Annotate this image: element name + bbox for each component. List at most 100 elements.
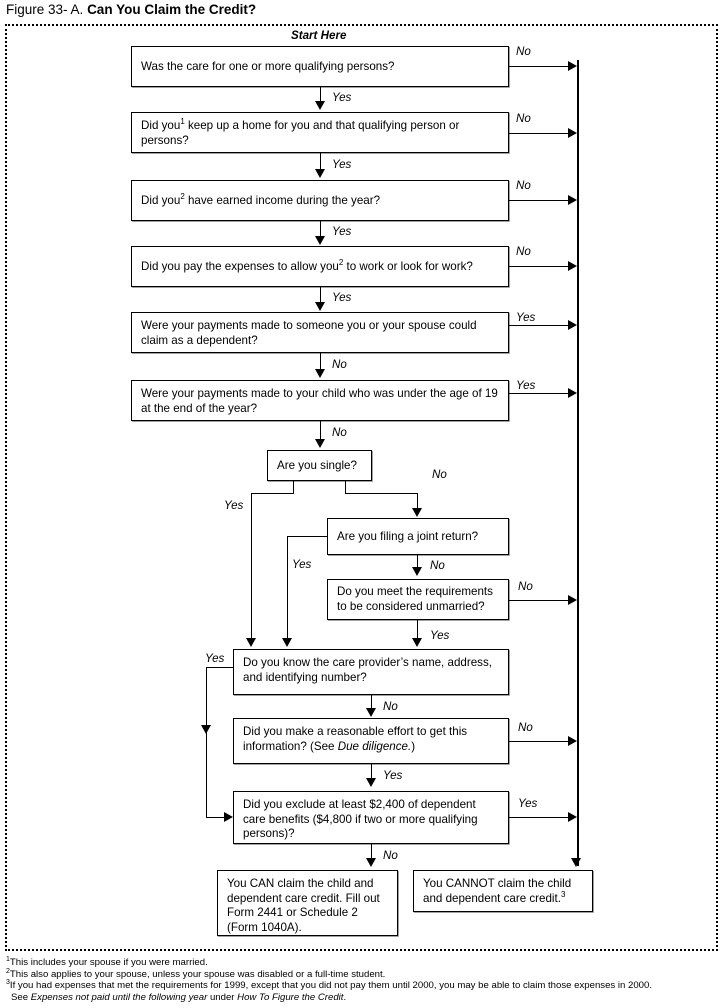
- arrowhead-q9-yes: [411, 638, 422, 647]
- arrowhead-q5-q6: [314, 369, 325, 378]
- footnote-3: 3If you had expenses that met the requir…: [6, 979, 718, 992]
- edge-label-q8-yes: Yes: [292, 558, 312, 571]
- node-outcome-can[interactable]: You CAN claim the child and dependent ca…: [217, 870, 398, 936]
- figure-number: Figure 33- A.: [6, 2, 84, 17]
- connector-q4-q5: [320, 287, 321, 303]
- edge-label-q11-yes: Yes: [383, 769, 403, 782]
- node-q12[interactable]: Did you exclude at least $2,400 of depen…: [233, 791, 509, 844]
- arrowhead-q6-q7: [314, 439, 325, 448]
- footnote-1-marker: 1: [6, 955, 10, 963]
- node-q5[interactable]: Were your payments made to someone you o…: [131, 312, 509, 353]
- arrowhead-q9-no: [568, 594, 577, 605]
- edge-label-q4-yes: Yes: [332, 291, 352, 304]
- node-q9-text: Do you meet the requirements to be consi…: [337, 585, 493, 613]
- node-q3-text-a: Did you: [141, 193, 181, 207]
- connector-q12-yes: [509, 817, 571, 818]
- node-q5-text: Were your payments made to someone you o…: [141, 319, 477, 347]
- edge-label-q7-yes: Yes: [224, 499, 244, 512]
- connector-q6-q7: [320, 421, 321, 440]
- arrowhead-q10-yes-mid: [200, 725, 211, 734]
- node-q1[interactable]: Was the care for one or more qualifying …: [131, 46, 509, 87]
- arrowhead-q1-q2: [314, 101, 325, 110]
- footnote-2: 2This also applies to your spouse, unles…: [6, 967, 718, 981]
- footnote-2-marker: 2: [6, 967, 10, 975]
- node-q7-text: Are you single?: [277, 458, 357, 472]
- arrowhead-q4-q5: [314, 302, 325, 311]
- arrowhead-q11-yes: [365, 778, 376, 787]
- node-q2-text-a: Did you: [141, 119, 181, 132]
- figure-title: Can You Claim the Credit?: [87, 2, 257, 17]
- node-q8-text: Are you filing a joint return?: [337, 529, 479, 543]
- edge-label-q10-no: No: [383, 700, 398, 713]
- node-q2[interactable]: Did you1 keep up a home for you and that…: [131, 112, 509, 153]
- footnote-3-line2-c: under: [207, 991, 238, 1003]
- arrowhead-q4-no: [568, 260, 577, 271]
- edge-label-q1-no: No: [516, 45, 531, 58]
- node-q11[interactable]: Did you make a reasonable effort to get …: [233, 718, 509, 764]
- arrowhead-q1-no: [568, 60, 577, 71]
- edge-label-q12-yes: Yes: [518, 797, 538, 810]
- connector-q8-no: [417, 555, 418, 569]
- connector-q10-yes-h2: [206, 817, 227, 818]
- connector-q10-no: [371, 695, 372, 712]
- footnote-3-line2-a: See: [11, 991, 31, 1003]
- node-q9[interactable]: Do you meet the requirements to be consi…: [327, 579, 509, 620]
- connector-q7-no-v: [417, 493, 418, 511]
- footnote-ref-3: 3: [560, 889, 566, 899]
- connector-q2-no: [509, 133, 571, 134]
- edge-label-q3-yes: Yes: [332, 225, 352, 238]
- arrowhead-q10-yes: [224, 811, 233, 822]
- node-q6[interactable]: Were your payments made to your child wh…: [131, 380, 509, 421]
- node-q4[interactable]: Did you pay the expenses to allow you2 t…: [131, 246, 509, 287]
- edge-label-q9-no: No: [518, 580, 533, 593]
- node-q3[interactable]: Did you2 have earned income during the y…: [131, 180, 509, 221]
- footnote-ref-2a: 2: [180, 191, 185, 201]
- footnote-2-text: This also applies to your spouse, unless…: [9, 968, 386, 980]
- node-outcome-cannot-text: You CANNOT claim the child and dependent…: [423, 877, 572, 905]
- edge-label-q3-no: No: [516, 179, 531, 192]
- node-q10[interactable]: Do you know the care provider’s name, ad…: [233, 649, 509, 695]
- footnote-3-line2-italic1: Expenses not paid until the following ye…: [30, 991, 208, 1003]
- start-here-label: Start Here: [291, 29, 347, 42]
- connector-q7-no-h: [345, 493, 418, 494]
- node-q4-text-b: to work or look for work?: [343, 259, 473, 273]
- connector-q10-yes-h1: [206, 667, 234, 668]
- node-outcome-can-text: You CAN claim the child and dependent ca…: [227, 877, 380, 934]
- connector-q3-q4: [320, 221, 321, 237]
- connector-q6-yes: [509, 393, 571, 394]
- connector-q1-q2: [320, 87, 321, 103]
- node-q3-text-b: have earned income during the year?: [184, 193, 381, 207]
- edge-label-q5-no: No: [332, 358, 347, 371]
- node-q1-text: Was the care for one or more qualifying …: [141, 59, 395, 73]
- node-q7[interactable]: Are you single?: [267, 450, 372, 481]
- footnotes: 1This includes your spouse if you were m…: [6, 955, 718, 1004]
- footnote-ref-1: 1: [180, 117, 185, 127]
- connector-q2-q3: [320, 153, 321, 171]
- connector-q7-yes-h: [251, 493, 294, 494]
- connector-q1-no: [509, 66, 571, 67]
- footnote-3-line2-e: .: [343, 991, 347, 1003]
- node-q12-text: Did you exclude at least $2,400 of depen…: [243, 798, 478, 841]
- connector-q7-no-stub: [345, 481, 346, 493]
- connector-q11-no: [509, 741, 571, 742]
- node-q10-text: Do you know the care provider’s name, ad…: [243, 656, 492, 684]
- connector-q3-no: [509, 200, 571, 201]
- node-q11-text-c: ): [411, 739, 416, 753]
- arrowhead-q3-no: [568, 194, 577, 205]
- connector-q10-yes-v: [206, 667, 207, 817]
- connector-q7-yes-stub: [293, 481, 294, 493]
- connector-q5-q6: [320, 353, 321, 371]
- footnote-3-line2: See Expenses not paid until the followin…: [6, 992, 718, 1004]
- arrowhead-q8-yes: [281, 638, 292, 647]
- edge-label-q5-yes: Yes: [516, 311, 536, 324]
- connector-q5-yes: [509, 325, 571, 326]
- edge-label-q7-no: No: [432, 468, 447, 481]
- node-outcome-cannot[interactable]: You CANNOT claim the child and dependent…: [413, 870, 593, 912]
- connector-q8-yes-h: [287, 536, 328, 537]
- connector-q12-no: [371, 844, 372, 860]
- node-q8[interactable]: Are you filing a joint return?: [327, 518, 509, 555]
- arrowhead-bus-to-cannot: [571, 858, 581, 867]
- edge-label-q12-no: No: [383, 849, 398, 862]
- connector-q8-yes-v: [287, 536, 288, 641]
